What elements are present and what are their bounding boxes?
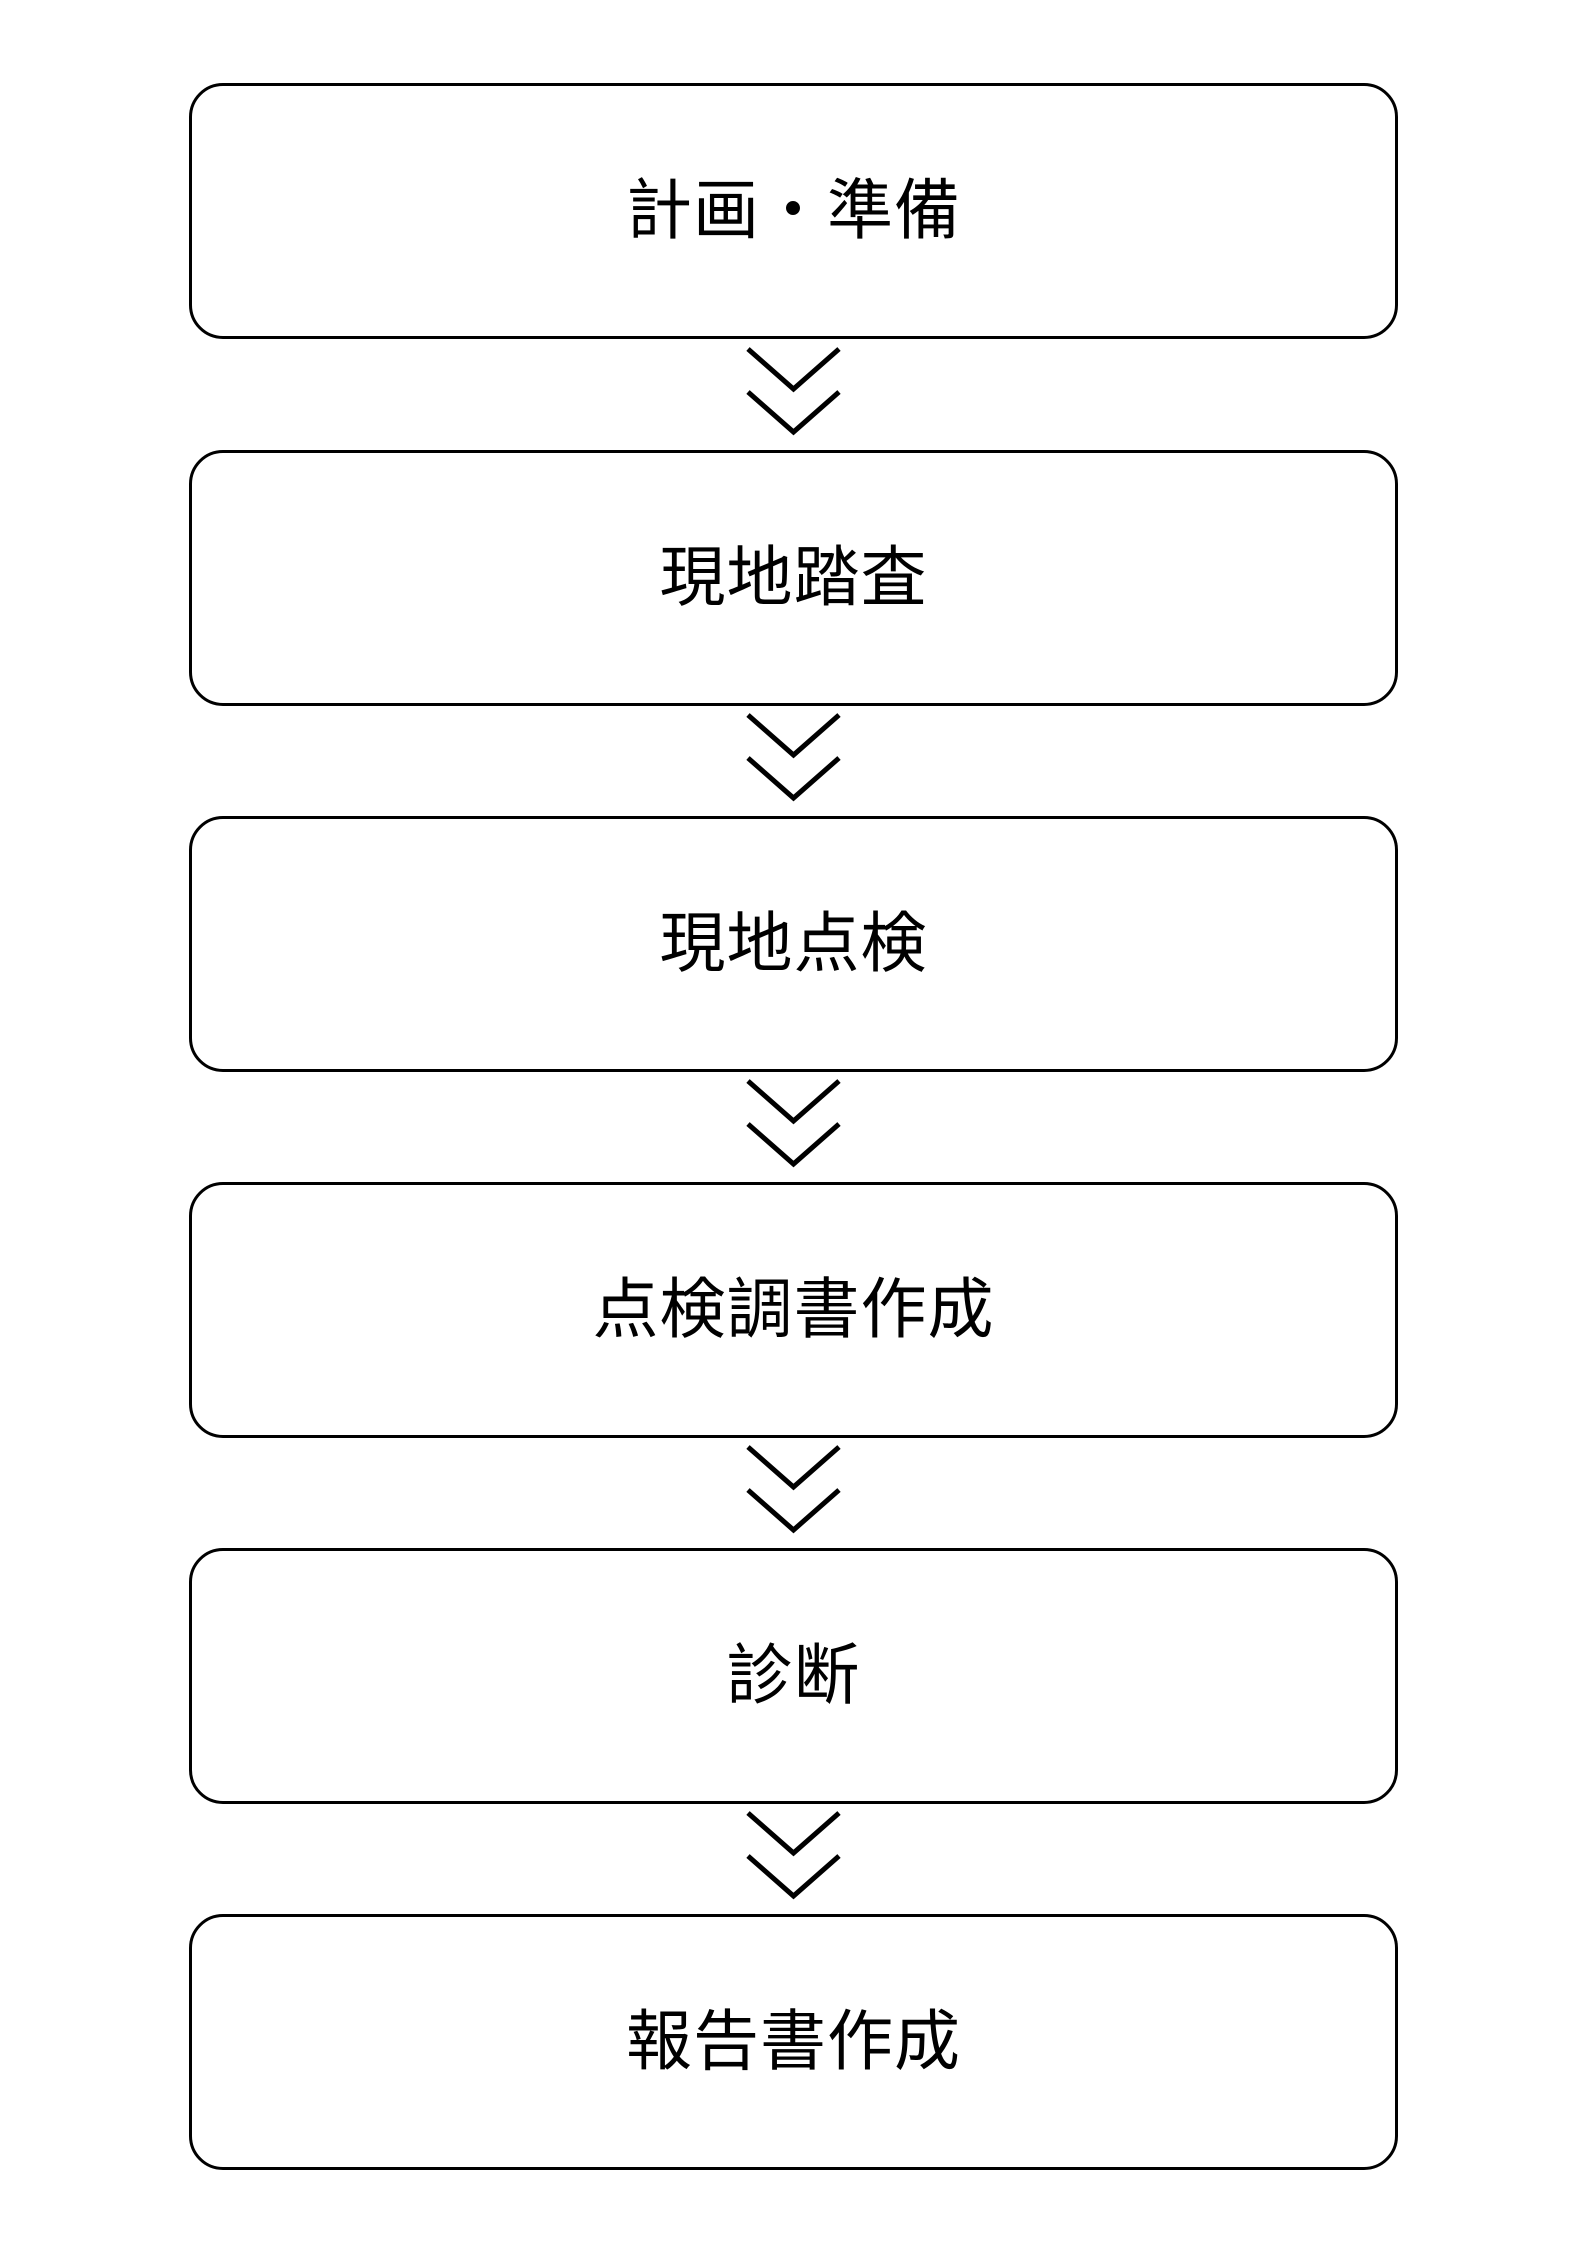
step-box-site-inspection: 現地点検 [189,816,1398,1072]
step-box-site-survey: 現地踏査 [189,450,1398,706]
double-chevron-down-icon [743,1076,844,1176]
step-label: 点検調書作成 [592,1271,995,1348]
step-label: 報告書作成 [626,2003,961,2080]
step-label: 現地踏査 [659,539,928,616]
step-box-inspection-record: 点検調書作成 [189,1182,1398,1438]
double-chevron-down-icon [743,710,844,810]
step-box-plan-prepare: 計画・準備 [189,83,1398,339]
step-label: 診断 [726,1637,861,1714]
double-chevron-down-icon [743,1442,844,1542]
step-label: 現地点検 [659,905,928,982]
double-chevron-down-icon [743,344,844,444]
step-label: 計画・準備 [626,172,961,249]
step-box-report: 報告書作成 [189,1914,1398,2170]
step-box-diagnosis: 診断 [189,1548,1398,1804]
double-chevron-down-icon [743,1808,844,1908]
